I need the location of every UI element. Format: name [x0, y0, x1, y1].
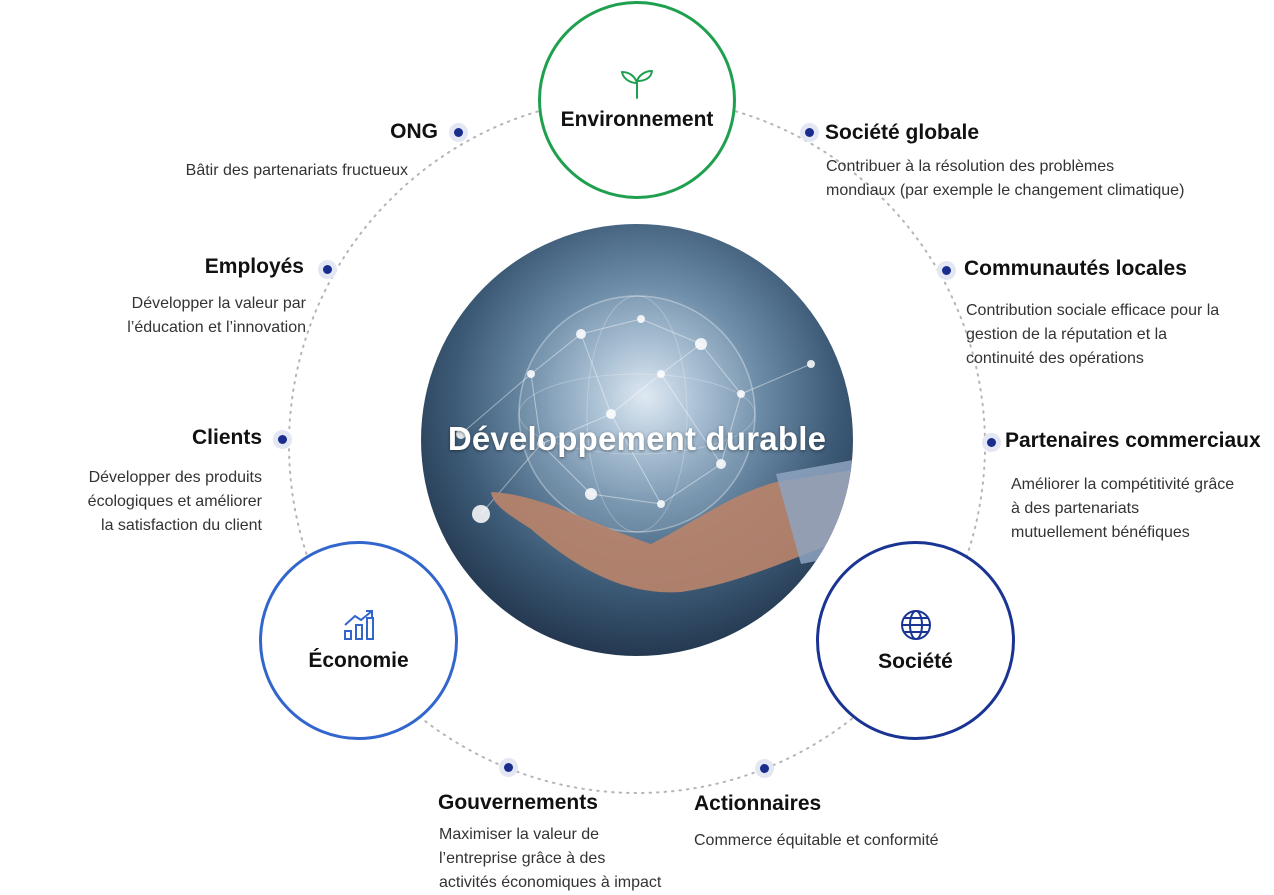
society-circle: Société — [816, 541, 1015, 740]
ong-title: ONG — [390, 120, 438, 143]
ong-block: ONG — [390, 120, 438, 144]
societe-globale-description: Contribuer à la résolution des problèmes… — [826, 155, 1246, 203]
clients-text-line-1: Développer des produits — [88, 469, 262, 486]
societe-globale-text-line-1: Contribuer à la résolution des problèmes — [826, 158, 1115, 175]
gouvernements-text-line-1: Maximiser la valeur de — [439, 826, 600, 843]
partenaires-description: Améliorer la compétitivité grâce à des p… — [1011, 473, 1273, 545]
employes-text-line-1: Développer la valeur par — [131, 295, 306, 312]
partenaires-text-line-1: Améliorer la compétitivité grâce — [1011, 476, 1235, 493]
societe-globale-dot — [805, 128, 814, 137]
gouvernements-title: Gouvernements — [438, 791, 598, 814]
actionnaires-dot — [760, 764, 769, 773]
actionnaires-title: Actionnaires — [694, 792, 822, 815]
environment-circle: Environnement — [538, 1, 736, 199]
gouvernements-text-line-3: activités économiques à impact — [439, 874, 662, 891]
environment-label: Environnement — [560, 108, 714, 131]
ong-text: Bâtir des partenariats fructueux — [185, 162, 408, 179]
communautes-description: Contribution sociale efficace pour la ge… — [966, 299, 1266, 371]
employes-block: Employés — [205, 255, 304, 279]
employes-text-line-2: l’éducation et l’innovation — [127, 319, 306, 336]
gouvernements-dot — [504, 763, 513, 772]
societe-globale-title: Société globale — [825, 121, 980, 144]
communautes-text-line-2: gestion de la réputation et la — [966, 326, 1168, 343]
partenaires-text-line-2: à des partenariats — [1011, 500, 1140, 517]
societe-globale-text-line-2: mondiaux (par exemple le changement clim… — [826, 182, 1185, 199]
ong-dot — [454, 128, 463, 137]
clients-text-line-2: écologiques et améliorer — [87, 493, 262, 510]
clients-description: Développer des produits écologiques et a… — [32, 466, 262, 538]
growth-chart-icon — [343, 609, 374, 640]
society-label: Société — [878, 649, 953, 673]
clients-title: Clients — [191, 426, 262, 449]
employes-dot — [323, 265, 332, 274]
actionnaires-text: Commerce équitable et conformité — [694, 832, 939, 849]
clients-block: Clients — [192, 426, 262, 450]
gouvernements-description: Maximiser la valeur de l’entreprise grâc… — [439, 823, 709, 895]
gouvernements-block: Gouvernements — [438, 791, 598, 815]
economy-label: Économie — [308, 648, 409, 672]
employes-title: Employés — [204, 255, 304, 278]
societe-globale-block: Société globale — [825, 121, 979, 145]
center-globe-image: Développement durable — [421, 224, 853, 656]
partenaires-dot — [987, 438, 996, 447]
globe-icon — [900, 609, 931, 640]
communautes-title: Communautés locales — [964, 257, 1187, 280]
communautes-text-line-3: continuité des opérations — [966, 350, 1144, 367]
center-title: Développement durable — [447, 420, 827, 457]
actionnaires-description: Commerce équitable et conformité — [694, 829, 994, 853]
economy-circle: Économie — [259, 541, 458, 740]
sprout-icon — [621, 70, 653, 99]
gouvernements-text-line-2: l’entreprise grâce à des — [439, 850, 606, 867]
partenaires-block: Partenaires commerciaux — [1005, 429, 1261, 453]
actionnaires-block: Actionnaires — [694, 792, 821, 816]
partenaires-text-line-3: mutuellement bénéfiques — [1011, 524, 1190, 541]
clients-dot — [278, 435, 287, 444]
communautes-text-line-1: Contribution sociale efficace pour la — [966, 302, 1220, 319]
partenaires-title: Partenaires commerciaux — [1005, 429, 1261, 452]
clients-text-line-3: la satisfaction du client — [101, 517, 262, 534]
employes-description: Développer la valeur par l’éducation et … — [46, 292, 306, 340]
ong-description: Bâtir des partenariats fructueux — [108, 159, 408, 183]
communautes-block: Communautés locales — [964, 257, 1187, 281]
communautes-dot — [942, 266, 951, 275]
